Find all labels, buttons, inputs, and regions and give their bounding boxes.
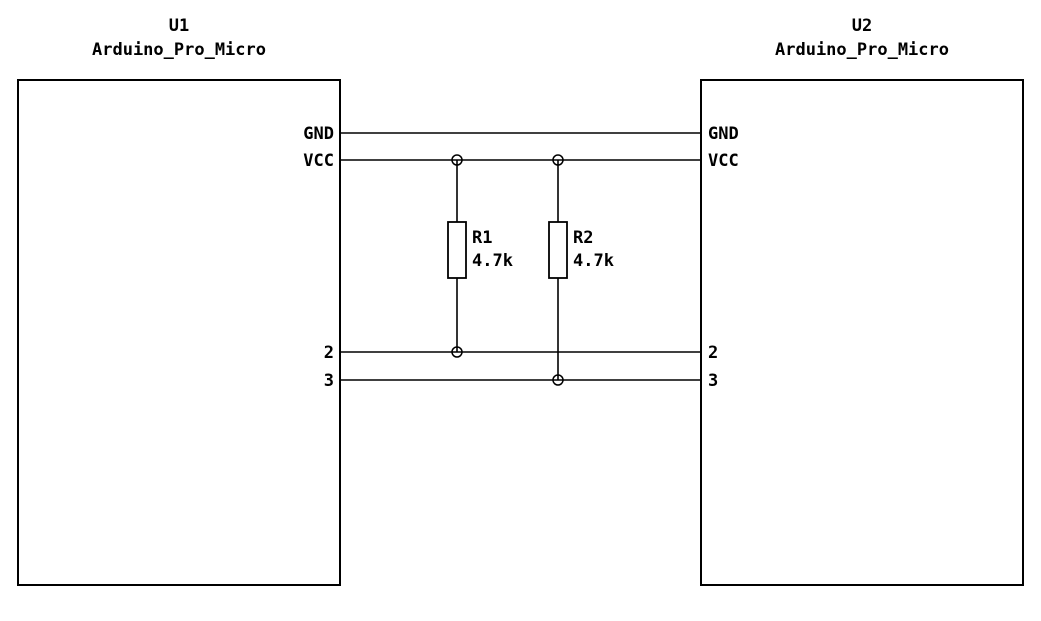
- u2-ref-label: U2: [852, 16, 872, 36]
- r1-body[interactable]: [447, 221, 467, 279]
- junction-r1-vcc: [451, 154, 463, 166]
- u1-body[interactable]: [17, 79, 341, 586]
- resistor-r2[interactable]: R2 4.7k: [548, 160, 614, 380]
- junction-r1-net2: [451, 346, 463, 358]
- u1-pin-3-label: 3: [324, 371, 334, 391]
- r2-value-label: 4.7k: [573, 251, 614, 271]
- u1-value-label: Arduino_Pro_Micro: [92, 40, 266, 60]
- u2-pin-vcc-label: VCC: [708, 151, 739, 171]
- r1-ref-label: R1: [472, 228, 492, 248]
- u1-pin-vcc-label: VCC: [303, 151, 334, 171]
- u2-value-label: Arduino_Pro_Micro: [775, 40, 949, 60]
- u1-pin-gnd-label: GND: [303, 124, 334, 144]
- r2-body[interactable]: [548, 221, 568, 279]
- u1-pin-2-label: 2: [324, 343, 334, 363]
- junction-r2-net3: [552, 374, 564, 386]
- u2-body[interactable]: [700, 79, 1024, 586]
- u2-pin-gnd-label: GND: [708, 124, 739, 144]
- r1-value-label: 4.7k: [472, 251, 513, 271]
- u2-pin-2-label: 2: [708, 343, 718, 363]
- u1-ref-label: U1: [169, 16, 189, 36]
- component-u1[interactable]: U1 Arduino_Pro_Micro GND VCC 2 3: [17, 16, 341, 586]
- u2-pin-3-label: 3: [708, 371, 718, 391]
- junction-r2-vcc: [552, 154, 564, 166]
- r2-ref-label: R2: [573, 228, 593, 248]
- component-u2[interactable]: U2 Arduino_Pro_Micro GND VCC 2 3: [700, 16, 1024, 586]
- resistor-r1[interactable]: R1 4.7k: [447, 160, 513, 352]
